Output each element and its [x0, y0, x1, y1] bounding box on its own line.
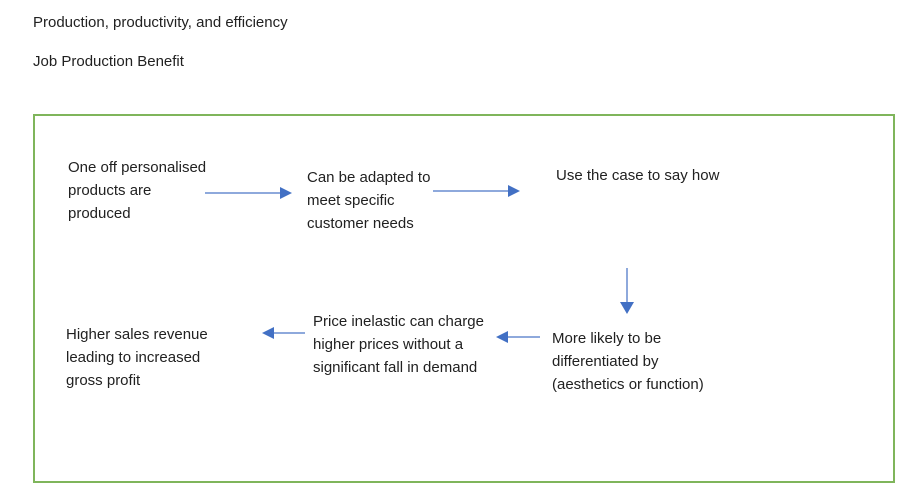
text-line: Price inelastic can charge: [313, 313, 484, 330]
flowchart-box: [33, 114, 895, 483]
page-title: Production, productivity, and efficiency: [33, 14, 288, 31]
arrow-left-icon: [262, 327, 305, 339]
text-line: Higher sales revenue: [66, 326, 208, 343]
arrow-down-icon: [620, 268, 634, 314]
text-line: gross profit: [66, 372, 141, 389]
text-line: More likely to be: [552, 330, 662, 347]
text-line: leading to increased: [66, 349, 201, 366]
flow-node-use-the-case: Use the case to say how: [556, 164, 719, 187]
text-line: Can be adapted to: [307, 169, 431, 186]
flow-node-higher-sales: Higher sales revenue leading to increase…: [66, 323, 208, 392]
arrow-right-icon: [433, 185, 520, 197]
text-line: Use the case to say how: [556, 167, 720, 184]
text-line: produced: [68, 205, 131, 222]
text-line: meet specific: [307, 192, 395, 209]
text-line: (aesthetics or function): [552, 376, 704, 393]
text-line: products are: [68, 182, 152, 199]
flow-node-adapted-to-needs: Can be adapted to meet specific customer…: [307, 166, 430, 235]
flow-node-one-off-products: One off personalised products are produc…: [68, 156, 206, 225]
text-line: higher prices without a: [313, 336, 464, 353]
flow-node-differentiated: More likely to be differentiated by (aes…: [552, 327, 704, 396]
arrow-right-icon: [205, 187, 292, 199]
text-line: customer needs: [307, 215, 414, 232]
text-line: differentiated by: [552, 353, 659, 370]
text-line: significant fall in demand: [313, 359, 478, 376]
flow-node-price-inelastic: Price inelastic can charge higher prices…: [313, 310, 484, 379]
arrow-left-icon: [496, 331, 540, 343]
text-line: One off personalised: [68, 159, 207, 176]
page-subtitle: Job Production Benefit: [33, 53, 184, 70]
